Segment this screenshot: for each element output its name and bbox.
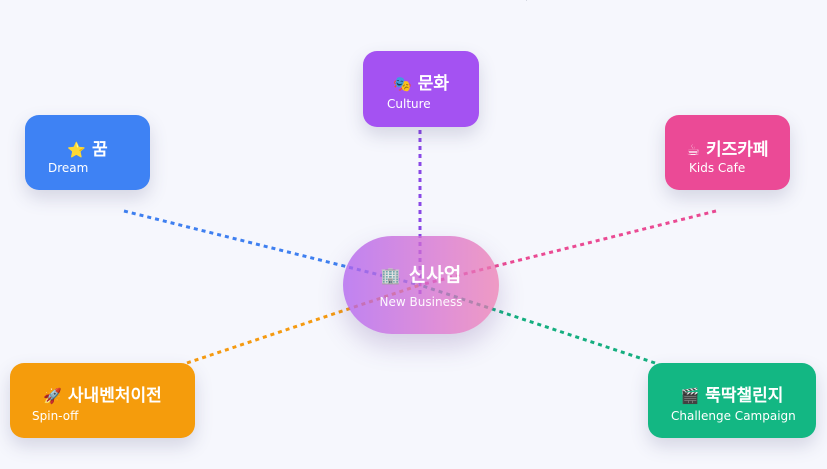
connector-spin-off	[186, 283, 421, 365]
node-dream[interactable]: ⭐ 꿈 Dream	[25, 115, 150, 190]
office-building-icon: 🏢	[380, 266, 401, 285]
node-dream-title: 꿈	[92, 140, 108, 160]
node-dream-subtitle: Dream	[48, 161, 89, 175]
star-icon: ⭐	[67, 141, 87, 159]
node-spin-off[interactable]: 🚀 사내벤처이전 Spin-off	[10, 363, 195, 438]
clapper-board-icon: 🎬	[680, 387, 700, 405]
connector-dream	[123, 209, 421, 287]
center-node-new-business[interactable]: 🏢 신사업 New Business	[343, 236, 499, 334]
node-kids-cafe[interactable]: ☕ 키즈카페 Kids Cafe	[665, 115, 790, 190]
connector-kids-cafe	[419, 209, 717, 287]
node-kids-cafe-title: 키즈카페	[705, 140, 769, 160]
top-edge-mark: /	[526, 0, 532, 2]
node-culture[interactable]: 🎭 문화 Culture	[363, 51, 479, 127]
connector-challenge	[419, 283, 656, 365]
node-challenge-title: 뚝딱챌린지	[705, 386, 784, 406]
theater-masks-icon: 🎭	[393, 75, 412, 93]
node-spin-off-subtitle: Spin-off	[32, 409, 79, 423]
rocket-icon: 🚀	[43, 387, 62, 405]
node-kids-cafe-subtitle: Kids Cafe	[689, 161, 746, 175]
node-spin-off-title: 사내벤처이전	[67, 386, 162, 406]
node-culture-title: 문화	[417, 74, 449, 94]
center-node-subtitle: New Business	[379, 295, 463, 309]
center-node-title: 신사업	[408, 264, 462, 286]
node-challenge-subtitle: Challenge Campaign	[671, 409, 796, 423]
node-challenge-campaign[interactable]: 🎬 뚝딱챌린지 Challenge Campaign	[648, 363, 816, 438]
coffee-cup-icon: ☕	[686, 141, 700, 159]
node-culture-subtitle: Culture	[387, 97, 431, 111]
